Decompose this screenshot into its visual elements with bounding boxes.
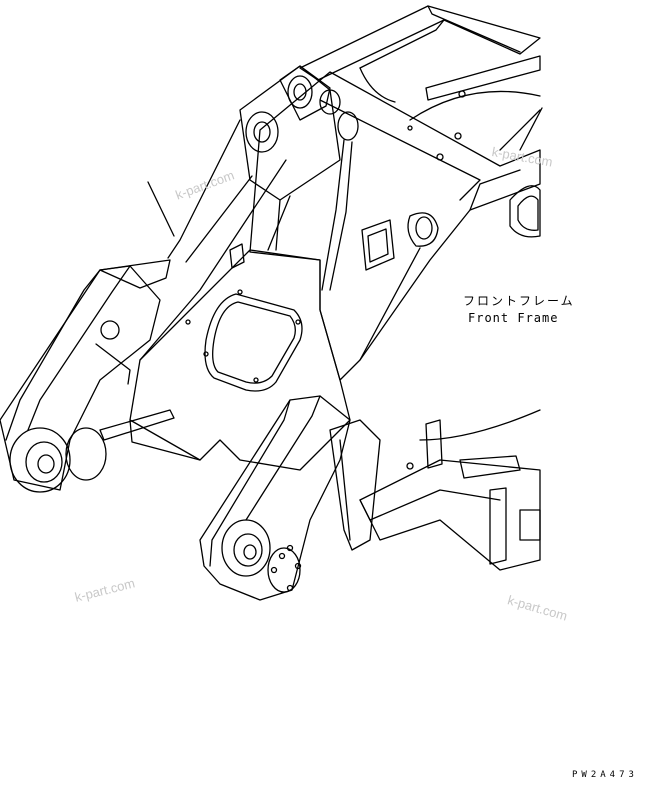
top-rear-rail	[299, 5, 541, 161]
center-panel	[129, 249, 351, 471]
part-label-english: Front Frame	[468, 311, 559, 325]
leader-lines	[147, 107, 543, 237]
left-arm	[0, 259, 201, 493]
part-label-japanese: フロントフレーム	[463, 294, 575, 308]
right-arm	[199, 395, 381, 601]
drawing-code: PW2A473	[572, 770, 638, 780]
lift-arm-tower	[139, 65, 359, 361]
frame-body	[249, 71, 541, 381]
rear-cross-member	[359, 409, 541, 571]
